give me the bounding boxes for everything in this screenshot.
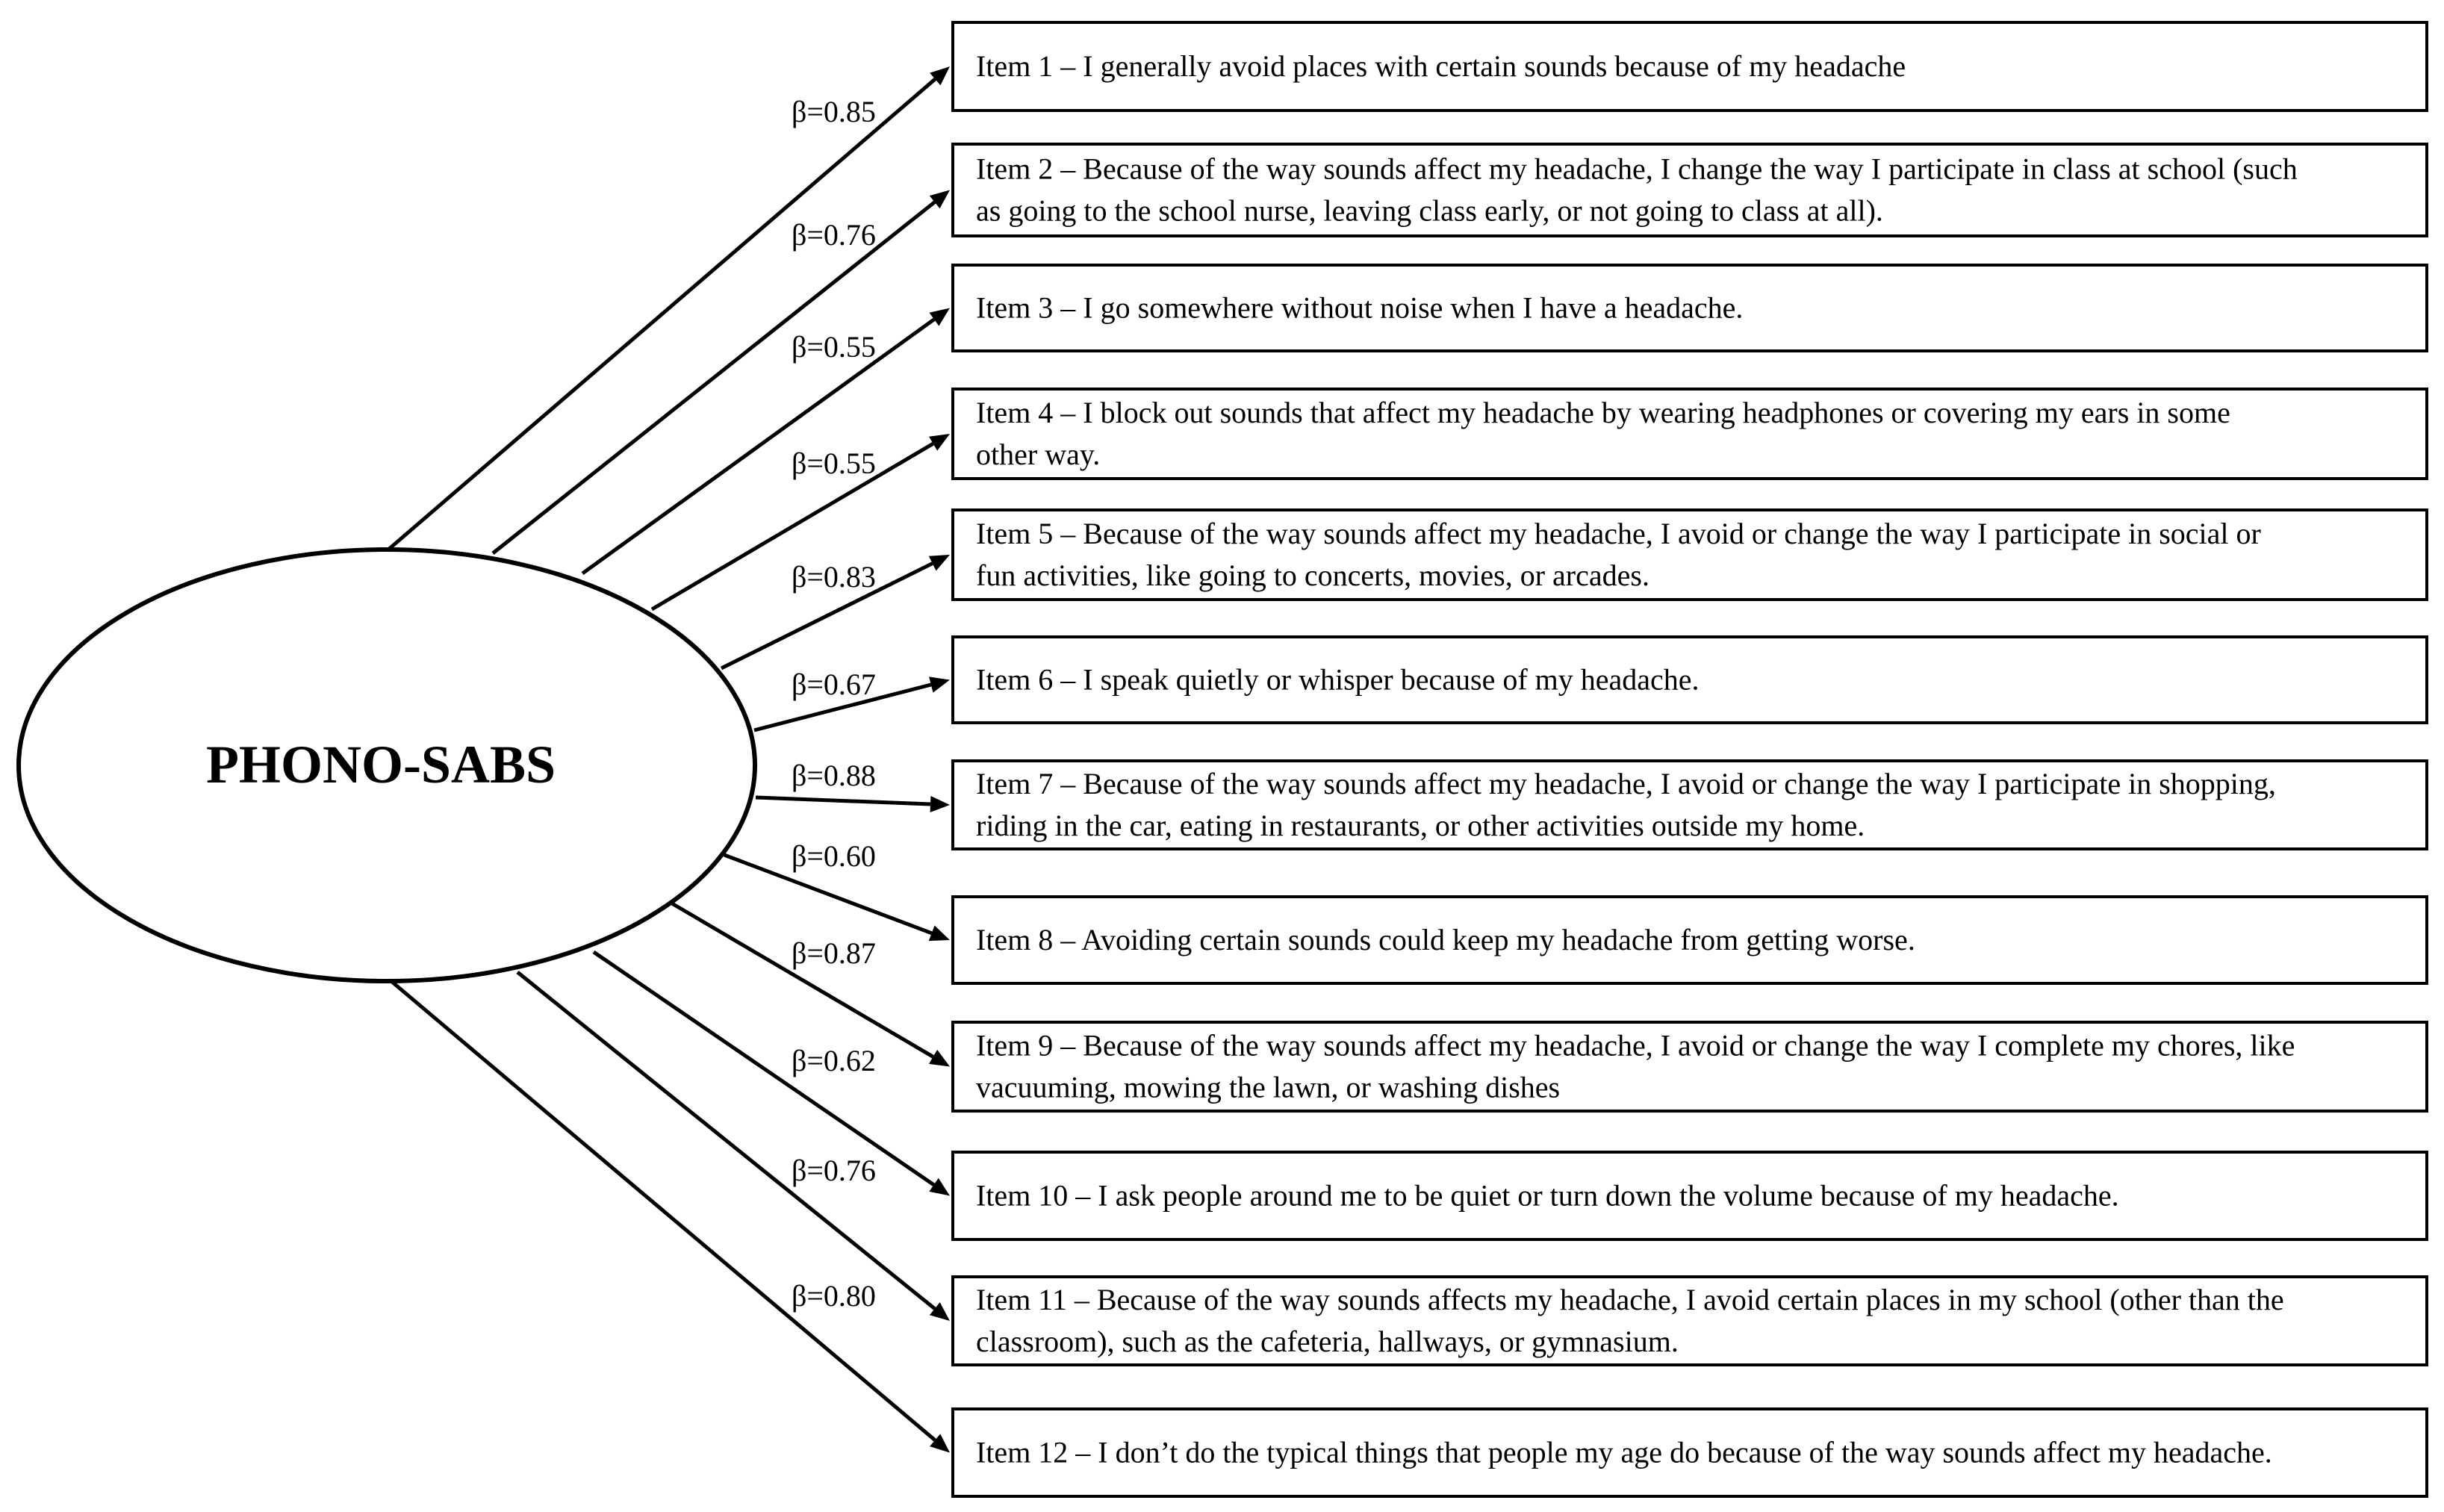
- beta-label: β=0.80: [792, 1279, 876, 1313]
- item-2: Item 2 – Because of the way sounds affec…: [951, 143, 2428, 237]
- beta-label: β=0.62: [792, 1044, 876, 1077]
- beta-label: β=0.88: [792, 759, 876, 792]
- path-arrow-line: [491, 200, 936, 555]
- item-7: Item 7 – Because of the way sounds affec…: [951, 759, 2428, 850]
- item-box: [951, 264, 2428, 352]
- arrowhead-icon: [929, 1049, 950, 1067]
- item-11: Item 11 – Because of the way sounds affe…: [951, 1275, 2428, 1366]
- item-text-line: vacuuming, mowing the lawn, or washing d…: [976, 1071, 1560, 1104]
- item-text-line: Item 11 – Because of the way sounds affe…: [976, 1283, 2284, 1316]
- arrowhead-icon: [930, 1434, 950, 1453]
- path-arrow-line: [755, 795, 931, 806]
- item-1: Item 1 – I generally avoid places with c…: [951, 21, 2428, 112]
- item-text-line: Item 12 – I don’t do the typical things …: [976, 1436, 2272, 1469]
- item-box: [951, 143, 2428, 237]
- item-6: Item 6 – I speak quietly or whisper beca…: [951, 635, 2428, 724]
- item-text-line: Item 8 – Avoiding certain sounds could k…: [976, 923, 1915, 956]
- beta-label: β=0.85: [792, 95, 876, 128]
- beta-label: β=0.87: [792, 936, 876, 970]
- arrowhead-icon: [929, 676, 950, 693]
- path-arrow-line: [516, 971, 936, 1310]
- beta-label: β=0.76: [792, 1154, 876, 1187]
- item-box: [951, 895, 2428, 985]
- path-arrow-line: [387, 78, 936, 551]
- beta-label: β=0.55: [792, 330, 876, 364]
- item-8: Item 8 – Avoiding certain sounds could k…: [951, 895, 2428, 985]
- item-box: [951, 508, 2428, 601]
- latent-factor: PHONO-SABS: [16, 547, 757, 983]
- arrowhead-icon: [929, 434, 950, 451]
- item-9: Item 9 – Because of the way sounds affec…: [951, 1021, 2428, 1113]
- beta-label: β=0.83: [792, 560, 876, 594]
- item-text-line: Item 6 – I speak quietly or whisper beca…: [976, 663, 1700, 697]
- item-10: Item 10 – I ask people around me to be q…: [951, 1151, 2428, 1241]
- arrowhead-icon: [928, 555, 950, 571]
- item-4: Item 4 – I block out sounds that affect …: [951, 388, 2428, 480]
- item-box: [951, 1275, 2428, 1366]
- item-text-line: other way.: [976, 438, 1100, 471]
- path-arrow-line: [650, 442, 934, 612]
- paths-layer: β=0.85 β=0.76 β=0.55 β=0.55 β=0.83 β=0.67 β=0.…: [387, 66, 950, 1453]
- item-text-line: fun activities, like going to concerts, …: [976, 559, 1649, 592]
- item-box: [951, 1407, 2428, 1498]
- item-text-line: riding in the car, eating in restaurants…: [976, 809, 1865, 842]
- beta-label: β=0.67: [792, 668, 876, 701]
- beta-label: β=0.76: [792, 218, 876, 252]
- item-text-line: Item 3 – I go somewhere without noise wh…: [976, 291, 1743, 325]
- item-boxes-layer: Item 1 – I generally avoid places with c…: [951, 21, 2428, 1498]
- item-text-line: Item 7 – Because of the way sounds affec…: [976, 767, 2276, 800]
- item-box: [951, 388, 2428, 480]
- item-5: Item 5 – Because of the way sounds affec…: [951, 508, 2428, 601]
- factor-ellipse: [16, 547, 757, 983]
- item-box: [951, 1021, 2428, 1113]
- factor-label: PHONO-SABS: [206, 735, 556, 794]
- path-arrow-line: [391, 980, 936, 1442]
- item-text-line: as going to the school nurse, leaving cl…: [976, 194, 1883, 228]
- item-box: [951, 21, 2428, 112]
- item-text-line: Item 10 – I ask people around me to be q…: [976, 1179, 2119, 1213]
- path-arrow-line: [581, 317, 936, 576]
- item-text-line: Item 5 – Because of the way sounds affec…: [976, 517, 2261, 550]
- arrowhead-icon: [929, 1302, 950, 1321]
- arrowhead-icon: [928, 925, 950, 942]
- path-arrow-line: [592, 950, 935, 1186]
- item-12: Item 12 – I don’t do the typical things …: [951, 1407, 2428, 1498]
- path-arrow-line: [724, 853, 933, 936]
- arrowhead-icon: [929, 190, 950, 209]
- item-text-line: Item 9 – Because of the way sounds affec…: [976, 1029, 2295, 1063]
- item-text-line: Item 2 – Because of the way sounds affec…: [976, 152, 2298, 186]
- beta-label: β=0.55: [792, 447, 876, 480]
- arrowhead-icon: [930, 66, 950, 86]
- path-arrow-line: [720, 561, 933, 671]
- item-text-line: Item 1 – I generally avoid places with c…: [976, 49, 1906, 83]
- arrowhead-icon: [929, 1177, 950, 1196]
- item-text-line: classroom), such as the cafeteria, hallw…: [976, 1325, 1679, 1358]
- item-3: Item 3 – I go somewhere without noise wh…: [951, 264, 2428, 352]
- arrowhead-icon: [929, 308, 950, 326]
- path-arrow-line: [671, 901, 934, 1059]
- item-box: [951, 1151, 2428, 1241]
- item-text-line: Item 4 – I block out sounds that affect …: [976, 396, 2230, 429]
- item-box: [951, 635, 2428, 724]
- item-box: [951, 759, 2428, 850]
- arrowhead-icon: [930, 796, 950, 812]
- beta-label: β=0.60: [792, 839, 876, 873]
- path-arrow-line: [753, 682, 932, 732]
